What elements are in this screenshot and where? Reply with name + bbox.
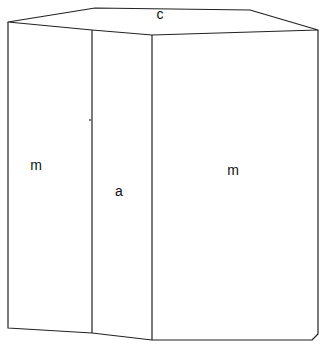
prism-outline — [8, 22, 318, 340]
face-label: m — [227, 163, 239, 177]
face-label: c — [157, 7, 164, 21]
face-label: m — [30, 158, 42, 172]
top-face-outline — [8, 8, 318, 35]
speck — [89, 119, 91, 121]
prism-edge — [151, 35, 152, 340]
face-label: a — [115, 184, 123, 198]
prism-edge — [91, 30, 92, 333]
